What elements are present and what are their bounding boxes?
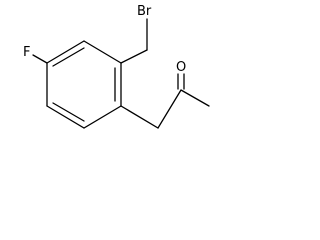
molecule-structure: Br F O: [23, 4, 210, 129]
bond-ring-c6-c1: [83, 40, 122, 64]
bond-ring-to-f: [32, 54, 48, 64]
bond-ring-to-ch2-ketone: [120, 105, 159, 129]
bond-ring-c3-c4: [46, 105, 85, 129]
bond-ch2-to-carbonyl: [157, 89, 182, 129]
bond-ring-c2-c3: [83, 105, 122, 129]
benzene-ring: [46, 40, 122, 129]
bond-ring-double-inner-3: [52, 47, 85, 67]
bond-ring-double-inner-2: [52, 102, 85, 122]
bond-ring-c5-c6: [46, 40, 85, 64]
bond-carbonyl-to-ch3: [180, 89, 210, 107]
oxygen-atom-label: O: [176, 60, 186, 75]
bromine-atom-label: Br: [137, 4, 152, 19]
fluorine-atom-label: F: [23, 45, 30, 60]
bond-ring-to-ch2: [120, 49, 148, 64]
